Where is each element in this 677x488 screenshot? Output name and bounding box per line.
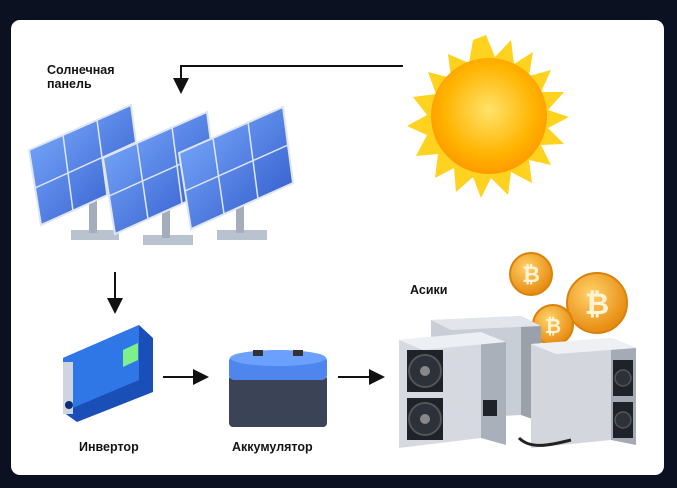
svg-text:₿: ₿ xyxy=(545,314,561,338)
bitcoin-coin-icon: ₿ xyxy=(509,252,553,296)
bitcoin-coins: ₿ ₿ ₿ xyxy=(509,252,628,346)
bitcoin-coin-icon: ₿ xyxy=(566,272,628,334)
asics-label: Асики xyxy=(410,283,448,297)
asic-miner-2 xyxy=(399,332,506,448)
battery-label: Аккумулятор xyxy=(232,440,313,454)
asic-miner-3 xyxy=(517,338,636,448)
svg-text:₿: ₿ xyxy=(522,263,540,288)
arrow-sun-to-panel xyxy=(173,65,403,94)
asic-miners xyxy=(399,316,636,448)
solar-panel-3 xyxy=(177,105,295,240)
solar-panels xyxy=(27,103,295,245)
solar-panel-label-line2: панель xyxy=(47,77,92,91)
solar-panel-label: Солнечная панель xyxy=(47,63,115,91)
solar-panel-label-line1: Солнечная xyxy=(47,63,115,77)
battery-device xyxy=(229,350,327,427)
diagram-illustration: ₿ ₿ ₿ xyxy=(27,35,636,448)
inverter-device xyxy=(63,325,153,422)
solar-panel-2 xyxy=(101,110,219,245)
sun-icon xyxy=(407,35,569,198)
diagram-card: ₿ ₿ ₿ xyxy=(11,20,664,475)
svg-text:₿: ₿ xyxy=(585,287,609,322)
inverter-label: Инвертор xyxy=(79,440,139,454)
